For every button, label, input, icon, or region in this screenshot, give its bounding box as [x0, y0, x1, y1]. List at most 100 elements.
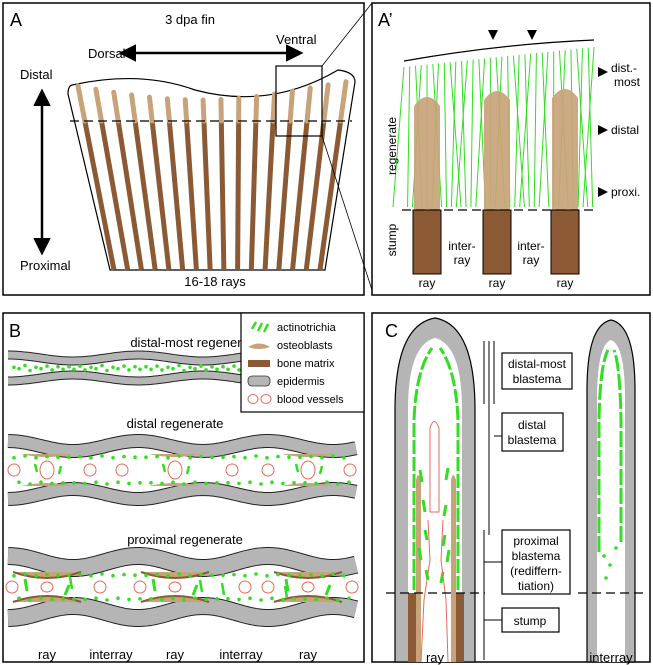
blood-vessel [168, 581, 182, 593]
panel-a: A 3 dpa fin Dorsal Ventral Distal Proxim… [2, 2, 373, 296]
ray-vessel-loop [429, 421, 440, 513]
actinotrichia-dot [111, 365, 115, 370]
actinotrichia-fiber [461, 60, 467, 208]
actinotrichia-fragment [418, 469, 424, 483]
fin-ray-regenerate [338, 79, 349, 124]
arrowhead-proxi-icon [598, 187, 608, 197]
actinotrichia-dot [39, 480, 43, 485]
actinotrichia-dot [276, 572, 280, 577]
actinotrichia-dot [116, 366, 120, 371]
fin-ray-regenerate [270, 91, 278, 124]
panel-a-title: 3 dpa fin [165, 12, 215, 27]
actinotrichia-dot [226, 597, 230, 601]
fin-ray-bone [82, 120, 117, 271]
actinotrichia-dot [265, 574, 269, 578]
osteoblast-column [552, 89, 578, 210]
actinotrichia-dot [292, 597, 296, 601]
rays-count-label: 16-18 rays [184, 274, 246, 289]
panel-b-letter: B [9, 321, 21, 341]
actinotrichia-dot [303, 481, 307, 485]
actinotrichia-dot [116, 596, 120, 600]
legend-blood-vessels-icon-1 [247, 394, 259, 404]
actinotrichia-dot [331, 572, 335, 576]
actinotrichia-dot [45, 364, 49, 368]
box-proximal [501, 529, 571, 595]
actinotrichia-dot [160, 368, 164, 372]
ray-label-1: ray [419, 276, 436, 290]
actinotrichia-dot [34, 456, 38, 460]
actinotrichia-dot [105, 598, 109, 602]
stump-bones [412, 209, 580, 275]
actinotrichia-dot [127, 481, 131, 486]
actinotrichia-dot [78, 454, 82, 459]
epidermis-top [7, 435, 358, 458]
actinotrichia-fragment [423, 529, 429, 541]
actinotrichia-dot [89, 456, 93, 460]
actinotrichia-dot [215, 367, 219, 372]
actinotrichia-dot [23, 572, 27, 576]
fin-ray-bone [290, 120, 310, 271]
actinotrichia-dot [61, 481, 65, 485]
fin-ray-regenerate [253, 93, 260, 124]
actinotrichia-dot [78, 364, 82, 368]
actinotrichia-dot [39, 366, 43, 371]
fin-ray-regenerate [164, 96, 172, 124]
actinotrichia-fragment [442, 504, 448, 517]
actinotrichia-dot [166, 365, 170, 370]
actinotrichia-dot [34, 365, 38, 370]
fin-ray-regenerate [111, 89, 121, 124]
actinotrichia-dot [56, 573, 60, 577]
actinotrichia-dot [67, 364, 71, 369]
legend-bone-matrix-label: bone matrix [277, 358, 335, 370]
actinotrichia-dot [160, 481, 164, 486]
actinotrichia-dot [188, 456, 192, 460]
fin-ray-regenerate [182, 97, 190, 124]
actinotrichia-dot [133, 364, 137, 369]
ray-bone-left [408, 593, 416, 662]
osteoblast-layer-bottom [273, 595, 343, 603]
actinotrichia-fiber [519, 53, 532, 208]
actinotrichia-fiber [541, 52, 550, 208]
actinotrichia-dot [89, 365, 93, 370]
actinotrichia-fiber [576, 48, 589, 208]
actinotrichia-fiber [582, 46, 595, 208]
fin-ray-bone [262, 120, 276, 271]
actinotrichia-dot [276, 454, 280, 459]
actinotrichia-fiber [512, 55, 525, 208]
actinotrichia-dot [17, 366, 21, 371]
osteoblast-layer-bottom [140, 595, 210, 603]
actinotrichia-fragment [198, 579, 204, 593]
actinotrichia-dot [45, 572, 49, 577]
actinotrichia-dot [138, 367, 142, 372]
actinotrichia-dot [342, 456, 346, 460]
actinotrichia-dot [39, 596, 43, 600]
distal-edge [403, 39, 595, 62]
panel-b: B distal-most regenerate distal regenera… [2, 312, 365, 663]
actinotrichia-dot [111, 456, 115, 460]
ray-label-3: ray [557, 276, 574, 290]
osteoblast-layer-top [149, 454, 201, 457]
actinotrichia-dot [83, 597, 87, 602]
legend-osteoblasts-label: osteoblasts [277, 340, 333, 352]
actinotrichia-dot [50, 481, 54, 486]
actinotrichia-fragment [185, 465, 191, 475]
blood-vessel [83, 463, 97, 477]
legend-blood-vessels-icon-2 [260, 394, 272, 404]
panel-c-letter: C [385, 321, 398, 341]
actinotrichia-dot [166, 574, 170, 578]
actinotrichia-fiber [470, 59, 474, 208]
actinotrichia-dot [336, 598, 340, 602]
actinotrichia-dot [237, 597, 241, 602]
blood-vessel [238, 580, 252, 594]
actinotrichia-dot [56, 455, 60, 460]
actinotrichia-dot [243, 574, 247, 578]
actinotrichia-dot [138, 597, 142, 601]
actinotrichia-fragment [324, 584, 332, 596]
actinotrichia-dot [133, 455, 137, 460]
actinotrichia-dot [204, 481, 208, 486]
actinotrichia-fiber [577, 48, 583, 208]
actinotrichia-dot [336, 482, 340, 486]
actinotrichia-dot [94, 480, 98, 485]
